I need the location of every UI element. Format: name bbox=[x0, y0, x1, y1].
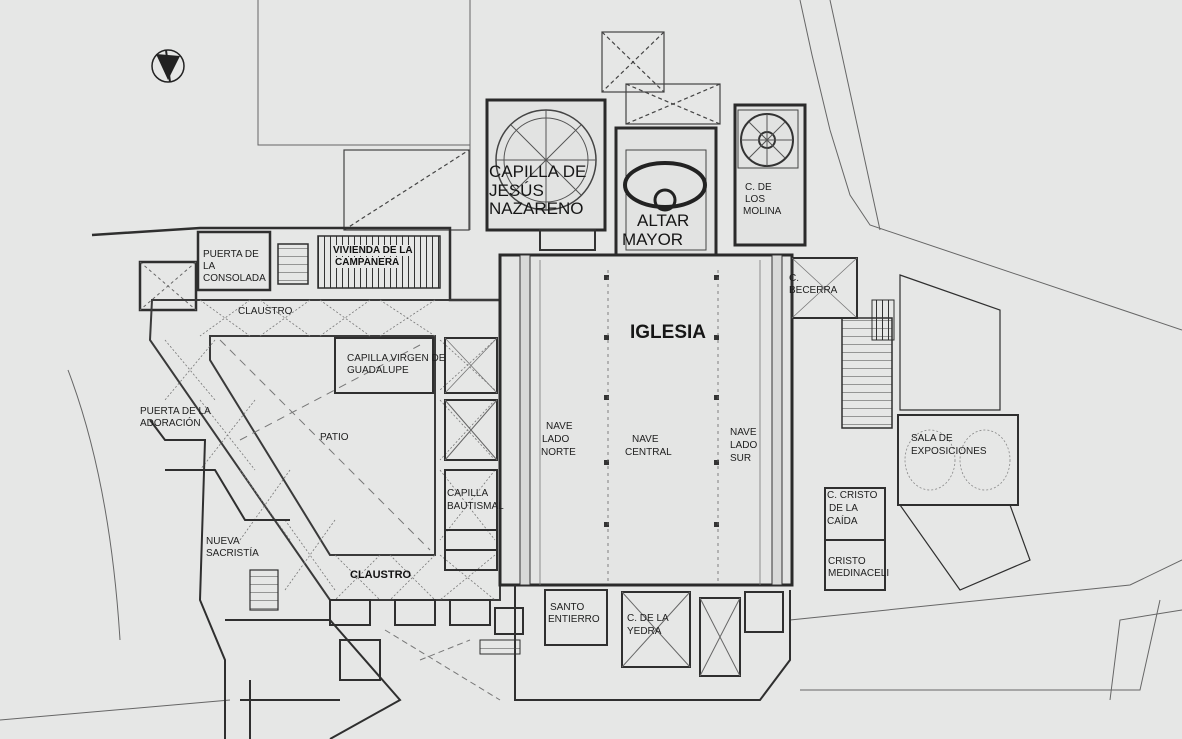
label-c-cristo-caida-line1: C. CRISTO bbox=[827, 490, 878, 501]
label-altar-line2: MAYOR bbox=[622, 230, 684, 249]
label-santo-entierro-line2: ENTIERRO bbox=[548, 614, 600, 625]
label-nave-norte-line3: NORTE bbox=[541, 447, 576, 458]
label-cristo-medinaceli-line1: CRISTO bbox=[828, 556, 866, 567]
label-nave-norte-line2: LADO bbox=[542, 434, 570, 445]
label-cristo-medinaceli-line2: MEDINACELI bbox=[828, 568, 890, 579]
label-claustro-top: CLAUSTRO bbox=[238, 306, 293, 317]
capilla-virgen-guadalupe-room bbox=[334, 337, 498, 571]
east-wing bbox=[791, 257, 1031, 591]
label-santo-entierro-line1: SANTO bbox=[550, 602, 585, 613]
label-sala-line1: SALA DE bbox=[911, 433, 953, 444]
label-altar-line1: ALTAR bbox=[637, 211, 690, 230]
label-nave-sur-line3: SUR bbox=[730, 453, 752, 464]
label-claustro-bottom: CLAUSTRO bbox=[350, 569, 412, 581]
label-puerta-consolada-line2: LA bbox=[203, 261, 216, 272]
label-capilla-bautismal-line2: BAUTISMAL bbox=[447, 501, 504, 512]
label-capilla-virgen-line2: GUADALUPE bbox=[347, 365, 409, 376]
label-nave-sur-line1: NAVE bbox=[730, 427, 757, 438]
label-puerta-adoracion-line2: ADORACIÓN bbox=[140, 418, 201, 429]
label-patio: PATIO bbox=[320, 432, 349, 443]
label-capilla-virgen-line1: CAPILLA VIRGEN DE bbox=[347, 353, 446, 364]
label-capilla-jesus-line3: NAZARENO bbox=[489, 199, 584, 218]
label-puerta-consolada-line3: CONSOLADA bbox=[203, 273, 266, 284]
label-capilla-jesus-line2: JESÚS bbox=[489, 181, 544, 200]
north-wing bbox=[91, 226, 500, 312]
capilla-jesus-nazareno-room bbox=[485, 98, 607, 251]
site-boundary bbox=[0, 0, 1182, 721]
north-arrow-icon bbox=[151, 49, 185, 83]
label-c-yedra-line2: YEDRA bbox=[627, 626, 662, 637]
iglesia-nave bbox=[498, 253, 794, 587]
upper-buildings bbox=[343, 31, 721, 231]
label-vivienda-line1: VIVIENDA DE LA bbox=[333, 245, 413, 256]
label-nave-norte-line1: NAVE bbox=[546, 421, 573, 432]
label-c-becerra-line1: C. bbox=[789, 273, 799, 284]
label-puerta-adoracion-line1: PUERTA DE LA bbox=[140, 406, 211, 417]
label-sala-line2: EXPOSICIONES bbox=[911, 446, 987, 457]
south-range bbox=[329, 585, 791, 701]
label-c-yedra-line1: C. DE LA bbox=[627, 613, 669, 624]
west-wing bbox=[149, 419, 501, 739]
label-nueva-sacristia-line2: SACRISTÍA bbox=[206, 548, 259, 559]
label-c-molina-line2: LOS bbox=[745, 194, 766, 205]
c-de-los-molina-room bbox=[733, 103, 807, 247]
label-c-becerra-line2: BECERRA bbox=[789, 285, 838, 296]
label-nave-sur-line2: LADO bbox=[730, 440, 758, 451]
label-c-molina-line1: C. DE bbox=[745, 182, 772, 193]
label-iglesia: IGLESIA bbox=[630, 322, 707, 343]
label-capilla-jesus-line1: CAPILLA DE bbox=[489, 162, 587, 181]
label-nave-central-line1: NAVE bbox=[632, 434, 659, 445]
label-capilla-bautismal-line1: CAPILLA bbox=[447, 488, 489, 499]
label-vivienda-line2: CAMPANERA bbox=[335, 257, 400, 268]
label-c-cristo-caida-line3: CAÍDA bbox=[827, 516, 858, 527]
label-c-molina-line3: MOLINA bbox=[743, 206, 782, 217]
label-c-cristo-caida-line2: DE LA bbox=[829, 503, 858, 514]
claustro-ring bbox=[148, 299, 501, 601]
label-nueva-sacristia-line1: NUEVA bbox=[206, 536, 240, 547]
label-nave-central-line2: CENTRAL bbox=[625, 447, 672, 458]
label-puerta-consolada-line1: PUERTA DE bbox=[203, 249, 259, 260]
